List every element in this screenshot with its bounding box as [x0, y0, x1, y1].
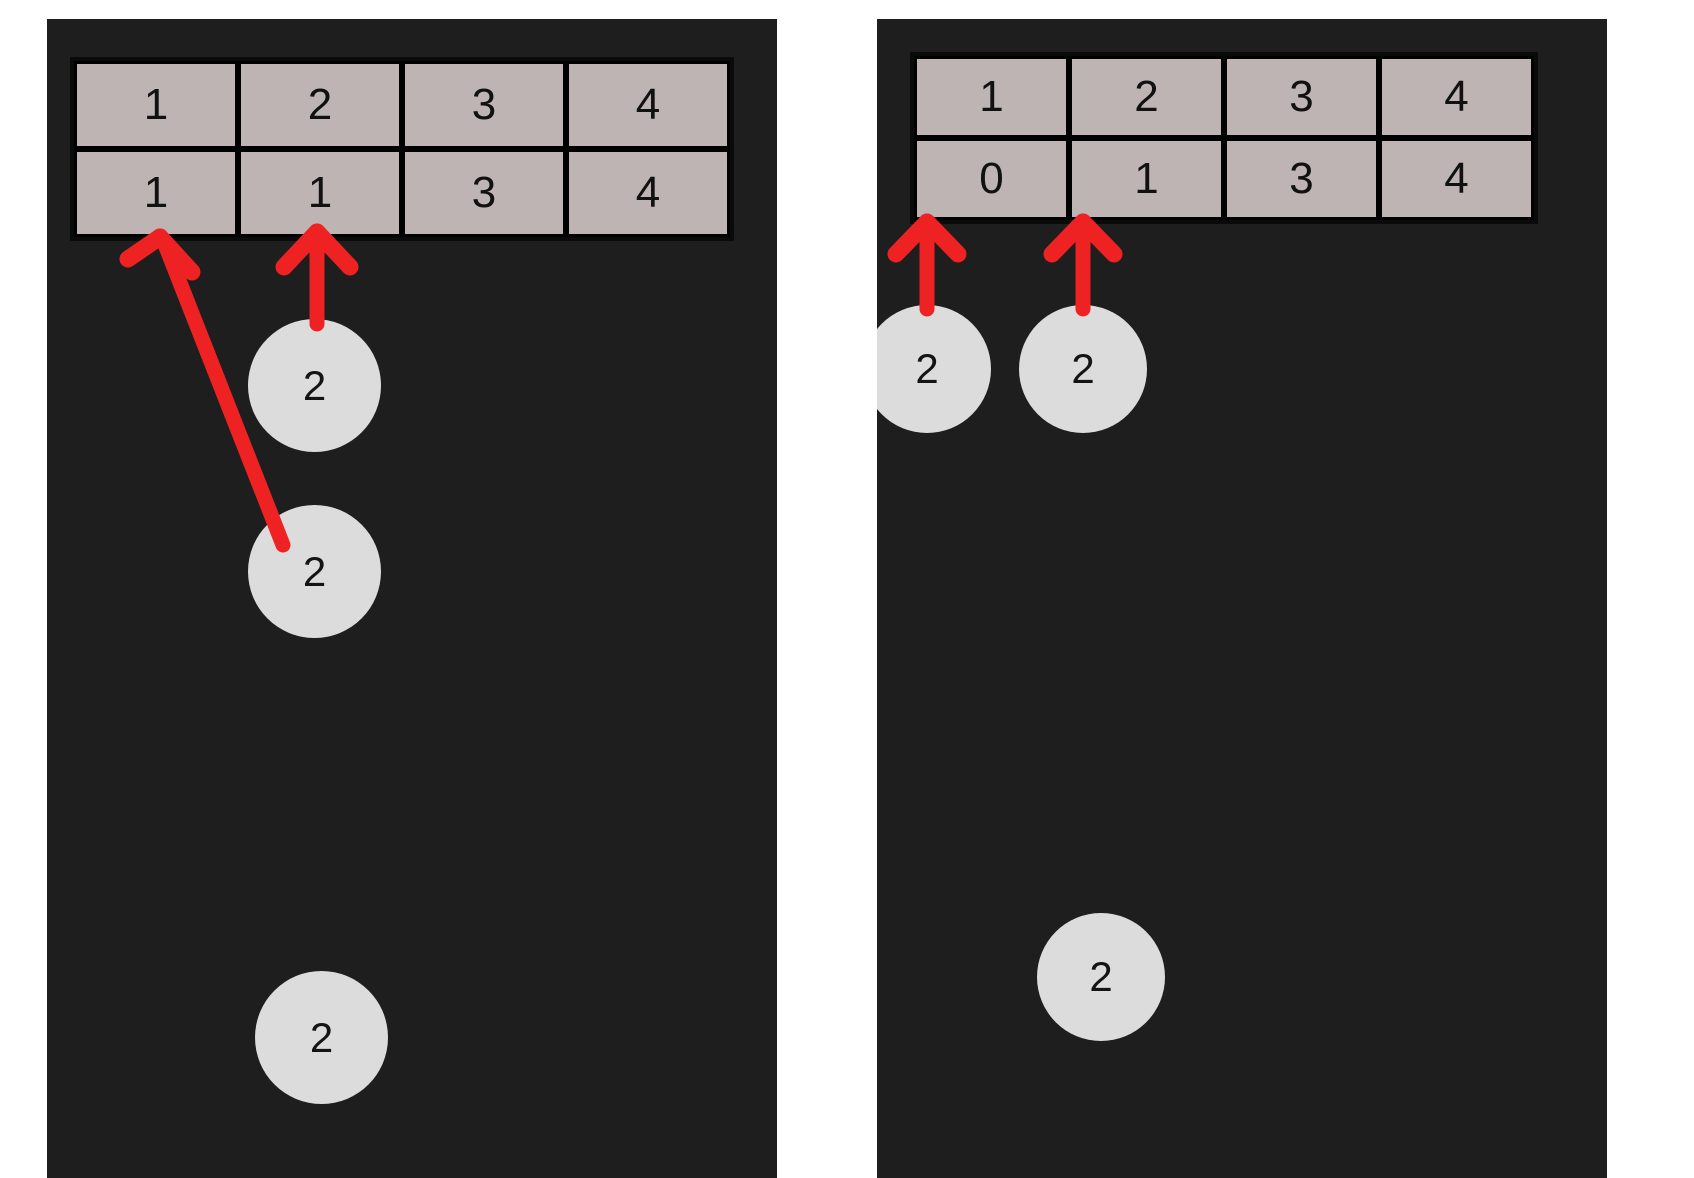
- token-middle-left-panel[interactable]: 2: [248, 505, 381, 638]
- table-row-values-left: 1 1 3 4: [74, 149, 730, 237]
- token-label: 2: [915, 345, 939, 392]
- array-table-left: 1 2 3 4 1 1 3 4: [70, 57, 734, 241]
- token-right-right-panel[interactable]: 2: [1019, 305, 1147, 433]
- cell-value-2-right[interactable]: 3: [1224, 138, 1379, 220]
- cell-index-1-left[interactable]: 2: [238, 61, 402, 149]
- cell-index-0-right[interactable]: 1: [914, 56, 1069, 138]
- cell-index-3-right[interactable]: 4: [1379, 56, 1534, 138]
- token-bottom-left-panel[interactable]: 2: [255, 971, 388, 1104]
- cell-value-1-right[interactable]: 1: [1069, 138, 1224, 220]
- token-label: 2: [1089, 953, 1113, 1000]
- before-state-panel: 1 2 3 4 1 1 3 4: [47, 19, 777, 1178]
- cell-index-1-right[interactable]: 2: [1069, 56, 1224, 138]
- cell-value-1-left[interactable]: 1: [238, 149, 402, 237]
- cell-index-0-left[interactable]: 1: [74, 61, 238, 149]
- token-label: 2: [309, 1013, 334, 1061]
- array-table-right: 1 2 3 4 0 1 3 4: [910, 52, 1538, 224]
- cell-value-0-right[interactable]: 0: [914, 138, 1069, 220]
- cell-index-3-left[interactable]: 4: [566, 61, 730, 149]
- table-row-index-right: 1 2 3 4: [914, 56, 1534, 138]
- cell-index-2-right[interactable]: 3: [1224, 56, 1379, 138]
- token-label: 2: [302, 361, 327, 409]
- token-label: 2: [1071, 345, 1095, 392]
- arrow-vertical-to-cell-2-left: [275, 223, 359, 332]
- after-state-panel: 1 2 3 4 0 1 3 4: [877, 19, 1607, 1178]
- arrow-vertical-to-cell-1-right: [1043, 213, 1123, 317]
- token-left-right-panel[interactable]: 2: [877, 305, 991, 433]
- cell-value-2-left[interactable]: 3: [402, 149, 566, 237]
- cell-value-3-left[interactable]: 4: [566, 149, 730, 237]
- token-upper-left-panel[interactable]: 2: [248, 319, 381, 452]
- cell-value-0-left[interactable]: 1: [74, 149, 238, 237]
- cell-index-2-left[interactable]: 3: [402, 61, 566, 149]
- token-label: 2: [302, 547, 327, 595]
- arrow-vertical-to-cell-0-right: [887, 213, 967, 317]
- table-row-values-right: 0 1 3 4: [914, 138, 1534, 220]
- table-row-index-left: 1 2 3 4: [74, 61, 730, 149]
- cell-value-3-right[interactable]: 4: [1379, 138, 1534, 220]
- token-bottom-right-panel[interactable]: 2: [1037, 913, 1165, 1041]
